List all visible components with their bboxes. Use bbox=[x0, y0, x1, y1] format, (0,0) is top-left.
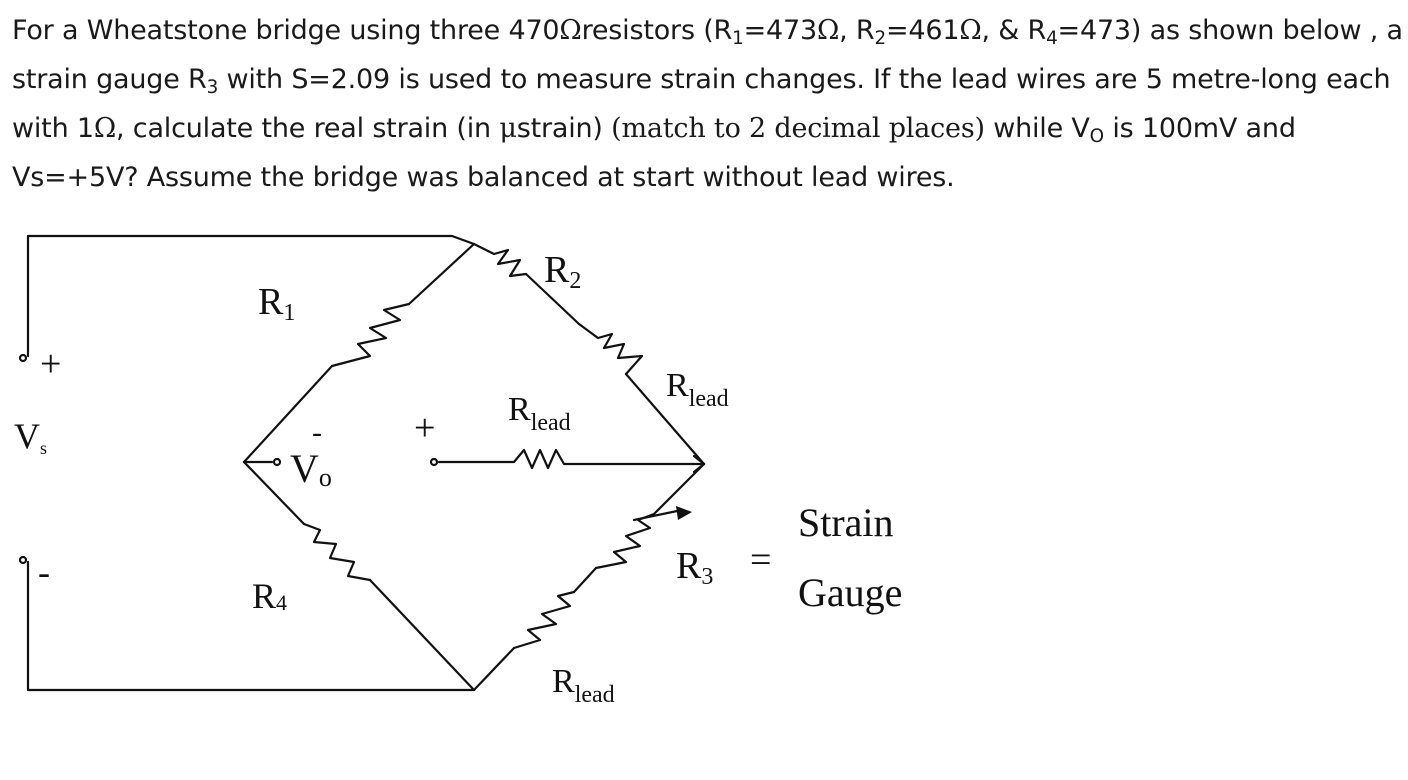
subscript: O bbox=[1089, 126, 1104, 148]
question-segment: , & R bbox=[981, 15, 1047, 46]
vo-label: Vo bbox=[290, 446, 332, 492]
ohm-symbol: Ω bbox=[559, 15, 582, 46]
r3-wire-top bbox=[652, 462, 706, 516]
gauge-label: Gauge bbox=[798, 570, 902, 615]
r3-wire-bottom bbox=[572, 566, 598, 594]
rlead-bottom-label: Rlead bbox=[552, 663, 615, 708]
rlead-mid-label: Rlead bbox=[508, 391, 571, 436]
question-segment: strain) bbox=[516, 113, 612, 144]
question-segment: while V bbox=[984, 113, 1090, 144]
subscript: 1 bbox=[732, 28, 744, 50]
ohm-symbol: Ω bbox=[93, 113, 117, 144]
rlead-top-resistor bbox=[577, 322, 644, 376]
supply-plus-terminal bbox=[18, 353, 28, 363]
mu-symbol: μ bbox=[499, 113, 517, 144]
r4-resistor bbox=[302, 522, 372, 582]
question-segment: =473 bbox=[743, 15, 818, 46]
question-segment: , calculate the real strain (in bbox=[116, 113, 500, 144]
vs-label: Vs bbox=[14, 416, 47, 458]
supply-plus-label: + bbox=[40, 343, 61, 385]
supply-bottom-wire bbox=[26, 560, 476, 692]
rlead-bottom-resistor bbox=[512, 590, 576, 650]
r3-label: R3 bbox=[676, 545, 713, 590]
subscript: 4 bbox=[1046, 28, 1058, 50]
supply-top-wire bbox=[26, 234, 476, 358]
r1-label: R1 bbox=[258, 281, 295, 326]
r4-wire-bottom bbox=[368, 578, 476, 692]
supply-minus-terminal bbox=[18, 555, 28, 565]
right-arm-upper-wire bbox=[624, 372, 706, 466]
question-segment: =461 bbox=[885, 15, 960, 46]
r2-resistor bbox=[472, 242, 528, 278]
strain-gauge-arrowhead bbox=[676, 506, 692, 520]
subscript: 3 bbox=[206, 77, 219, 99]
r1-wire-top bbox=[407, 242, 476, 306]
strain-gauge-arrow bbox=[632, 508, 684, 522]
r4-label: R4 bbox=[252, 576, 287, 616]
r4-wire-top bbox=[242, 460, 306, 526]
question-segment: with S=2.09 is used to measure strain ch… bbox=[12, 64, 1391, 144]
vo-plus-terminal bbox=[429, 457, 439, 467]
question-segment: resistors (R bbox=[581, 15, 733, 46]
strain-label: Strain bbox=[798, 500, 894, 545]
vo-minus-label: - bbox=[312, 416, 322, 449]
right-arm-lower-wire bbox=[472, 646, 516, 692]
subscript: 2 bbox=[874, 28, 886, 50]
wheatstone-bridge-diagram: R1 R2 Rlead Rlead Rlead R3 R4 Vs Vo + - … bbox=[14, 224, 944, 724]
question-segment: , R bbox=[839, 15, 875, 46]
r1-wire-bottom bbox=[242, 364, 334, 464]
ohm-symbol: Ω bbox=[959, 15, 982, 46]
question-text: For a Wheatstone bridge using three 470Ω… bbox=[12, 6, 1404, 202]
equals-sign: = bbox=[750, 539, 771, 581]
bridge-svg: R1 R2 Rlead Rlead Rlead R3 R4 Vs Vo + - … bbox=[14, 234, 902, 708]
r2-label: R2 bbox=[544, 249, 581, 294]
question-segment: =473) as shown below , a strain gauge R bbox=[12, 15, 1403, 95]
vo-minus-terminal bbox=[272, 457, 282, 467]
r2-wire bbox=[524, 272, 581, 326]
rlead-mid-resistor bbox=[437, 448, 706, 470]
question-segment: For a Wheatstone bridge using three 470 bbox=[12, 15, 560, 46]
r1-resistor bbox=[330, 302, 411, 368]
vo-plus-label: + bbox=[414, 407, 435, 449]
question-segment: is 100mV and Vs=+5V? Assume the bridge w… bbox=[12, 113, 1296, 193]
question-segment-serif: (match to 2 decimal places) bbox=[611, 113, 985, 144]
r3-resistor bbox=[594, 512, 656, 570]
rlead-top-label: Rlead bbox=[666, 367, 729, 412]
ohm-symbol: Ω bbox=[816, 15, 840, 46]
supply-minus-label: - bbox=[38, 552, 50, 592]
